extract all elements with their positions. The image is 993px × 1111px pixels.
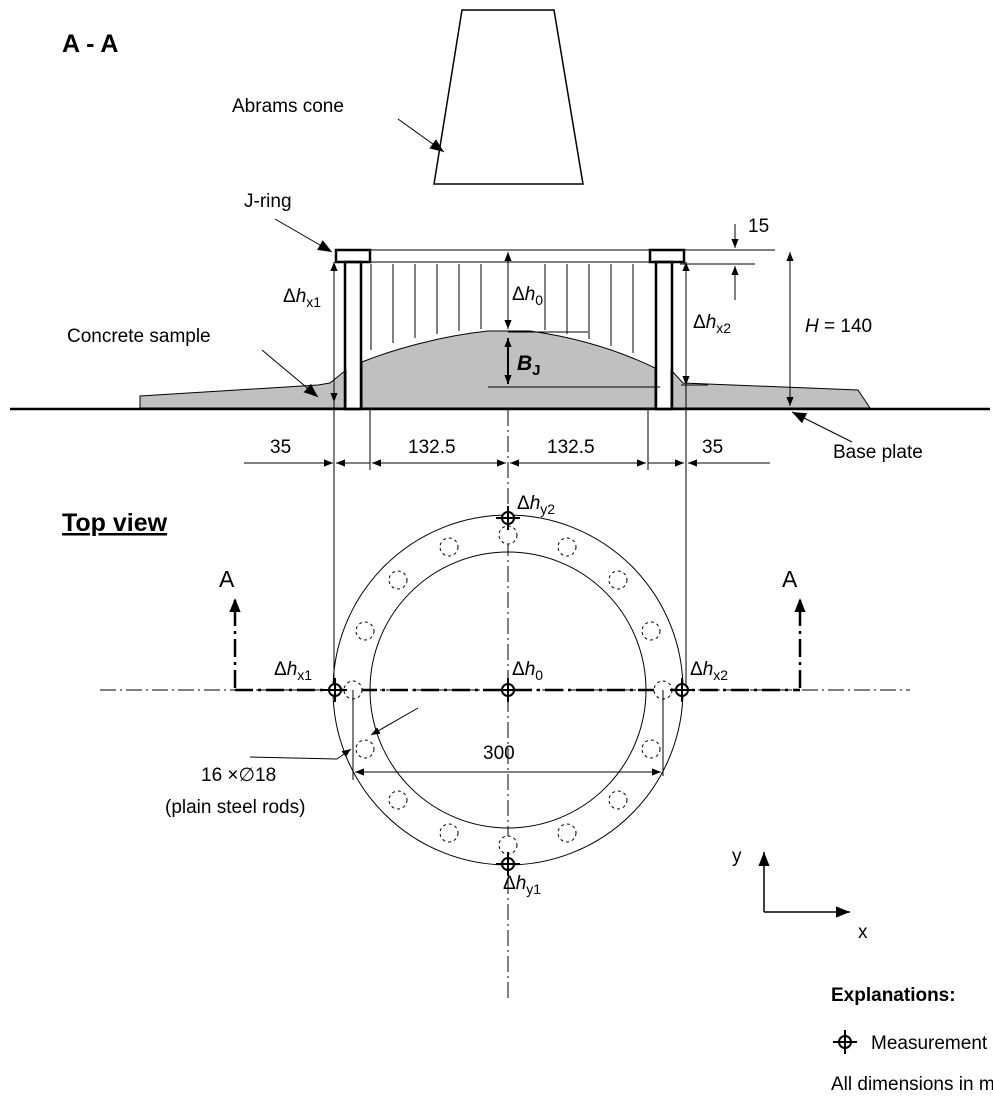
axis-y-label: y bbox=[732, 846, 742, 867]
dh0-label-section: Δh0 bbox=[512, 284, 543, 308]
concrete-sample-label: Concrete sample bbox=[67, 326, 211, 347]
dim-35-right: 35 bbox=[702, 437, 723, 458]
rod-holes bbox=[343, 525, 673, 855]
ring-block-right bbox=[648, 248, 686, 264]
dim-35-left: 35 bbox=[270, 437, 291, 458]
rod-leader-base bbox=[249, 756, 338, 760]
dh0-label-top: Δh0 bbox=[512, 659, 543, 683]
measurement-marker-center bbox=[496, 678, 520, 702]
dim-15: 15 bbox=[748, 216, 769, 237]
rod-post-left bbox=[343, 260, 363, 411]
ring-block-left bbox=[334, 248, 372, 264]
dhx2-label-section: Δhx2 bbox=[693, 312, 731, 336]
dhx1-label-section: Δhx1 bbox=[283, 286, 321, 310]
section-marker-left: A bbox=[219, 566, 235, 592]
section-marker-right: A bbox=[782, 566, 798, 592]
legend-marker-icon bbox=[833, 1030, 857, 1054]
rods-desc-label: (plain steel rods) bbox=[165, 797, 305, 818]
concrete-outer-left bbox=[139, 368, 347, 409]
top-view-title: Top view bbox=[62, 509, 168, 537]
measurement-marker-y1 bbox=[496, 852, 520, 876]
dhx1-label-top: Δhx1 bbox=[274, 659, 312, 683]
base-plate-label: Base plate bbox=[833, 442, 923, 463]
bj-label: BJ bbox=[517, 352, 541, 379]
legend-measurement: Measurement position bbox=[871, 1033, 993, 1054]
axis-x-label: x bbox=[858, 922, 868, 943]
measurement-marker-x2 bbox=[670, 678, 694, 702]
section-title: A - A bbox=[62, 30, 118, 58]
measurement-marker-x1 bbox=[323, 678, 347, 702]
ring-inner-circle bbox=[369, 551, 647, 829]
abrams-cone-leader bbox=[397, 118, 445, 153]
rod-leader-inner bbox=[370, 707, 419, 736]
dhx2-label-top: Δhx2 bbox=[690, 659, 728, 683]
dhy1-label: Δhy1 bbox=[503, 873, 541, 897]
legend-title: Explanations: bbox=[831, 985, 956, 1006]
rod-leader-outer bbox=[336, 748, 352, 760]
dim-1325-left: 132.5 bbox=[408, 437, 456, 458]
abrams-cone-label: Abrams cone bbox=[232, 96, 344, 117]
j-ring-leader bbox=[274, 218, 333, 253]
concrete-outer-right bbox=[670, 368, 871, 409]
concrete-leader bbox=[261, 349, 319, 398]
h-label: H = 140 bbox=[805, 316, 872, 337]
j-ring-label: J-ring bbox=[244, 191, 292, 212]
dhy2-label: Δhy2 bbox=[517, 493, 555, 517]
ring-rods-vertical bbox=[370, 264, 634, 353]
base-plate-leader bbox=[791, 411, 853, 443]
legend-units: All dimensions in mm bbox=[831, 1074, 993, 1095]
measurement-marker-y2 bbox=[496, 506, 520, 530]
abrams-cone bbox=[433, 9, 584, 185]
rods-count-label: 16 ×∅18 bbox=[201, 765, 276, 786]
dim-300: 300 bbox=[483, 743, 515, 764]
dim-1325-right: 132.5 bbox=[547, 437, 595, 458]
